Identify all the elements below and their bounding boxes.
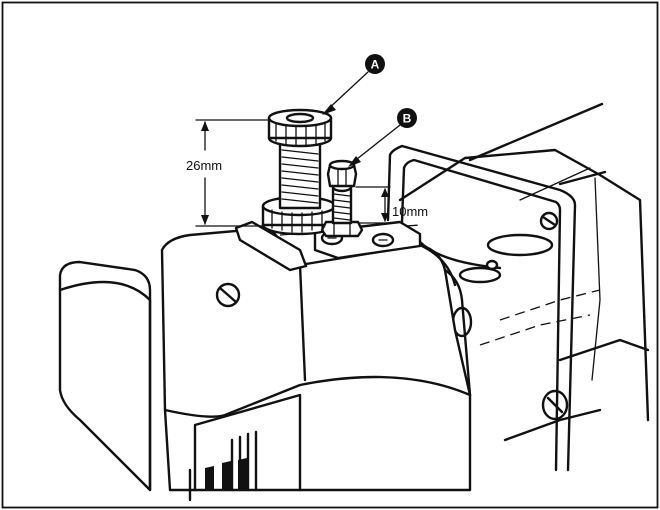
tension-knob-a (261, 108, 337, 236)
dimension-label-26mm: 26mm (186, 158, 222, 173)
callout-b-label: B (403, 112, 412, 126)
carry-handle (386, 144, 577, 472)
face-cover (58, 260, 152, 492)
callout-b: B (348, 108, 417, 167)
machine-arm (398, 102, 650, 442)
dimension-10mm: 10mm (355, 186, 428, 224)
callout-a: A (322, 54, 385, 115)
callout-a-label: A (371, 58, 380, 72)
thread-lines (281, 149, 319, 204)
dimension-label-10mm: 10mm (392, 204, 428, 219)
machine-head (160, 220, 472, 502)
dimension-26mm: 26mm (186, 119, 269, 227)
bolt-b (320, 159, 364, 238)
